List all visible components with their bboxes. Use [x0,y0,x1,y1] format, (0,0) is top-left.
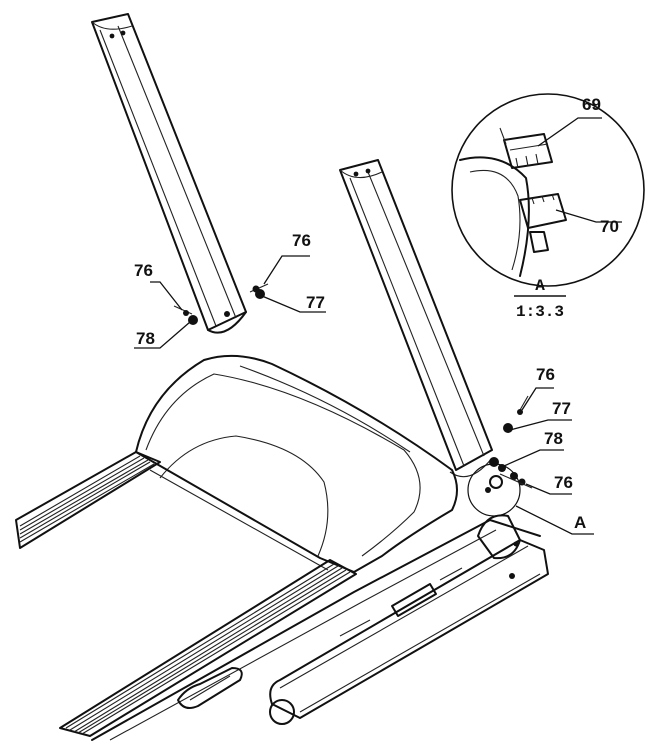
callout-76-left: 76 [134,261,153,280]
right-fasteners [485,395,533,493]
motor-hood [135,354,458,573]
callout-77-right: 77 [552,399,571,418]
callout-78-left: 78 [136,329,155,348]
right-upright-post [339,159,493,478]
callout-76-right-top: 76 [536,365,555,384]
base-frame [91,519,541,741]
connector-70-icon [519,193,567,253]
connector-69-icon [499,127,553,169]
leader-lines [134,117,622,535]
callout-labels: 69 70 76 76 77 78 76 77 78 76 A [134,95,619,532]
detail-label: A [535,277,545,295]
callout-76-left-top: 76 [292,231,311,250]
detail-view-a [451,93,645,287]
left-upright-post [91,13,247,334]
left-fasteners [173,283,269,325]
detail-caption: A 1:3.3 [514,277,566,321]
callout-70: 70 [600,217,619,236]
detail-marker-circle [467,463,521,517]
callout-78-right: 78 [544,429,563,448]
callout-77-left: 77 [306,293,325,312]
callout-a: A [574,513,586,532]
detail-scale: 1:3.3 [516,303,564,321]
callout-69: 69 [582,95,601,114]
upright-base-foot [269,514,549,725]
callout-76-right-bottom: 76 [554,473,573,492]
tread-belt [15,451,357,737]
